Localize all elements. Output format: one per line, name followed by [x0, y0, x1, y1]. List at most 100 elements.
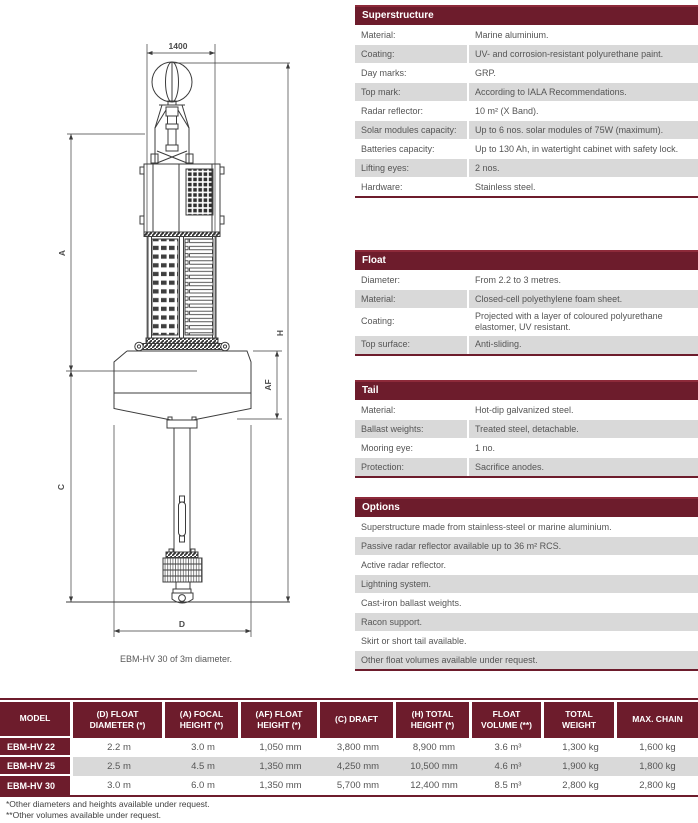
option-item: Lightning system. — [355, 575, 698, 593]
table-cell: 12,400 mm — [395, 776, 472, 795]
table-cell: 3.6 m³ — [471, 738, 545, 757]
row-value: UV- and corrosion-resistant polyurethane… — [469, 45, 698, 63]
table-bottom-rule — [0, 795, 698, 797]
table-row: Cast-iron ballast weights. — [355, 594, 698, 612]
row-label: Ballast weights: — [355, 420, 467, 438]
table-cell: 8,900 mm — [395, 738, 472, 757]
row-label: Top mark: — [355, 83, 467, 101]
buoy-drawing-svg: 1400 A C H AF D — [56, 41, 291, 637]
table-cell: 10,500 mm — [395, 757, 472, 776]
row-label: Radar reflector: — [355, 102, 467, 120]
row-value: Hot-dip galvanized steel. — [469, 401, 698, 419]
table-cell: 4,250 mm — [319, 757, 396, 776]
table-row: Solar modules capacity: Up to 6 nos. sol… — [355, 121, 698, 139]
row-label: Material: — [355, 26, 467, 44]
table-row: Material: Marine aluminium. — [355, 26, 698, 44]
table-title: Options — [355, 497, 698, 517]
table-cell: 1,350 mm — [240, 776, 320, 795]
table-cell: 2,800 kg — [617, 776, 698, 795]
column-header: TOTAL WEIGHT — [544, 702, 618, 738]
drawing-caption: EBM-HV 30 of 3m diameter. — [119, 654, 233, 664]
row-label: Coating: — [355, 45, 467, 63]
table-cell: 1,050 mm — [240, 738, 320, 757]
model-comparison-table: MODEL (D) FLOAT DIAMETER (*) (A) FOCAL H… — [0, 698, 698, 797]
table-cell: 2,800 kg — [544, 776, 618, 795]
table-row: Racon support. — [355, 613, 698, 631]
row-value: Projected with a layer of coloured polyu… — [469, 309, 698, 335]
table-title: Tail — [355, 380, 698, 400]
table-row: Coating: Projected with a layer of colou… — [355, 309, 698, 335]
row-label: Material: — [355, 290, 467, 308]
mooring-eye — [171, 592, 194, 604]
option-item: Superstructure made from stainless-steel… — [355, 518, 698, 536]
table-row: Protection: Sacrifice anodes. — [355, 458, 698, 476]
radar-reflector-panel — [185, 168, 214, 216]
row-label: Day marks: — [355, 64, 467, 82]
table-cell: 5,700 mm — [319, 776, 396, 795]
table-row: Diameter: From 2.2 to 3 metres. — [355, 271, 698, 289]
table-row: Lightning system. — [355, 575, 698, 593]
tower-lower-section — [145, 236, 219, 344]
row-label: Lifting eyes: — [355, 159, 467, 177]
table-row: Passive radar reflector available up to … — [355, 537, 698, 555]
option-item: Racon support. — [355, 613, 698, 631]
column-header: (C) DRAFT — [319, 702, 396, 738]
table-cell: 1,350 mm — [240, 757, 320, 776]
row-label: Diameter: — [355, 271, 467, 289]
row-label: Batteries capacity: — [355, 140, 467, 158]
row-value: 10 m² (X Band). — [469, 102, 698, 120]
table-row: Other float volumes available under requ… — [355, 651, 698, 669]
row-value: Treated steel, detachable. — [469, 420, 698, 438]
top-mark-sphere — [151, 61, 193, 106]
table-row: Mooring eye: 1 no. — [355, 439, 698, 457]
solar-panel-grid — [151, 238, 179, 336]
column-header: (A) FOCAL HEIGHT (*) — [164, 702, 241, 738]
model-name-cell: EBM-HV 25 — [0, 757, 73, 776]
row-value: 2 nos. — [469, 159, 698, 177]
lifting-eye-left — [134, 341, 144, 352]
dim-label-af: AF — [263, 379, 273, 390]
row-value: Sacrifice anodes. — [469, 458, 698, 476]
table-superstructure: Superstructure Material: Marine aluminiu… — [355, 5, 698, 198]
row-label: Solar modules capacity: — [355, 121, 467, 139]
option-item: Active radar reflector. — [355, 556, 698, 574]
dim-label-h: H — [275, 330, 285, 336]
row-value: According to IALA Recommendations. — [469, 83, 698, 101]
option-item: Other float volumes available under requ… — [355, 651, 698, 669]
table-cell: 1,900 kg — [544, 757, 618, 776]
row-value: 1 no. — [469, 439, 698, 457]
table-row: Hardware: Stainless steel. — [355, 178, 698, 196]
row-value: Up to 6 nos. solar modules of 75W (maxim… — [469, 121, 698, 139]
dim-label-c: C — [56, 484, 66, 490]
row-value: Up to 130 Ah, in watertight cabinet with… — [469, 140, 698, 158]
table-row: EBM-HV 25 2.5 m 4.5 m 1,350 mm 4,250 mm … — [0, 757, 698, 776]
tail-slot-link — [178, 501, 186, 537]
row-value: Closed-cell polyethylene foam sheet. — [469, 290, 698, 308]
column-header: (H) TOTAL HEIGHT (*) — [395, 702, 472, 738]
column-header: MAX. CHAIN — [617, 702, 698, 738]
dim-label-d: D — [179, 619, 185, 629]
dim-label-a: A — [57, 250, 67, 256]
table-row: Batteries capacity: Up to 130 Ah, in wat… — [355, 140, 698, 158]
table-row: Skirt or short tail available. — [355, 632, 698, 650]
row-value: Marine aluminium. — [469, 26, 698, 44]
row-label: Mooring eye: — [355, 439, 467, 457]
row-value: GRP. — [469, 64, 698, 82]
table-row: Top mark: According to IALA Recommendati… — [355, 83, 698, 101]
table-row: EBM-HV 22 2.2 m 3.0 m 1,050 mm 3,800 mm … — [0, 738, 698, 757]
table-cell: 3,800 mm — [319, 738, 396, 757]
column-header: MODEL — [0, 702, 73, 738]
row-label: Top surface: — [355, 335, 467, 354]
footnote: *Other diameters and heights available u… — [6, 799, 210, 809]
table-row: Material: Closed-cell polyethylene foam … — [355, 290, 698, 308]
footnotes: *Other diameters and heights available u… — [6, 799, 210, 820]
lifting-eye-right — [220, 341, 230, 352]
table-cell: 1,600 kg — [617, 738, 698, 757]
table-row: Material: Hot-dip galvanized steel. — [355, 401, 698, 419]
table-cell: 4.6 m³ — [471, 757, 545, 776]
row-label: Protection: — [355, 458, 467, 476]
dim-label-1400: 1400 — [169, 41, 188, 51]
table-cell: 1,300 kg — [544, 738, 618, 757]
table-row: Top surface: Anti-sliding. — [355, 335, 698, 354]
row-label: Hardware: — [355, 178, 467, 196]
